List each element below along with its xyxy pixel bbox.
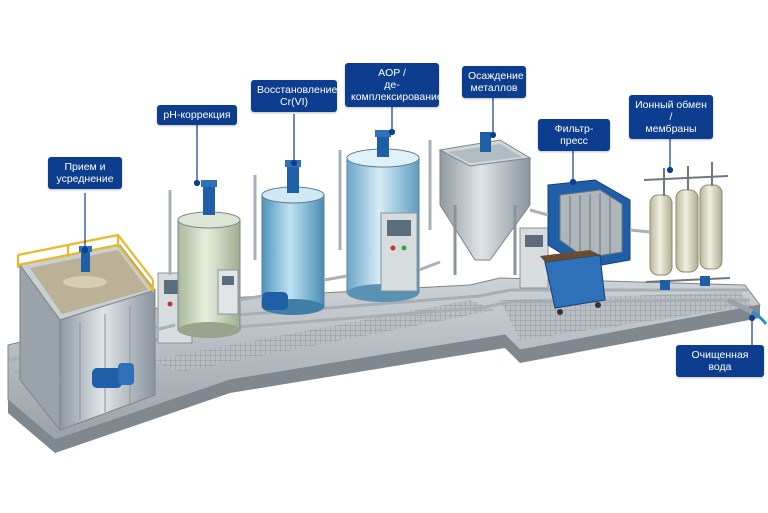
aop-tank-mixer bbox=[375, 130, 391, 157]
callout-intake: Прием и усреднение bbox=[48, 157, 122, 189]
transfer-pump-2 bbox=[262, 292, 288, 310]
ion-exchange-columns bbox=[643, 162, 731, 290]
callout-cr-reduction: Восстановление Cr(VI) bbox=[251, 80, 337, 112]
callout-filter-press: Фильтр-пресс bbox=[538, 119, 610, 151]
transfer-pump-1 bbox=[92, 363, 134, 388]
equalization-basin bbox=[19, 244, 156, 432]
control-panel-cr bbox=[217, 269, 239, 315]
clean-water-outlet bbox=[726, 297, 768, 325]
callout-clean-water: Очищенная вода bbox=[676, 345, 764, 377]
callout-leaders bbox=[81, 91, 756, 345]
callout-aop: AOP / де-комплексирование bbox=[345, 63, 443, 107]
callout-ph-correction: pH-коррекция bbox=[157, 105, 237, 125]
control-panel-aop bbox=[380, 212, 418, 292]
clarifier-mixer bbox=[480, 132, 491, 152]
sludge-container bbox=[540, 250, 606, 315]
callout-metals-precipitation: Осаждение металлов bbox=[462, 66, 526, 98]
basin-railing bbox=[16, 233, 155, 292]
precipitation-clarifier bbox=[438, 139, 532, 275]
ph-tank-mixer bbox=[201, 180, 217, 215]
cr-reduction-tank bbox=[261, 186, 325, 315]
process-piping bbox=[154, 140, 651, 332]
filter-press bbox=[547, 179, 631, 269]
callout-ion-exchange: Ионный обмен / мембраны bbox=[629, 95, 713, 139]
